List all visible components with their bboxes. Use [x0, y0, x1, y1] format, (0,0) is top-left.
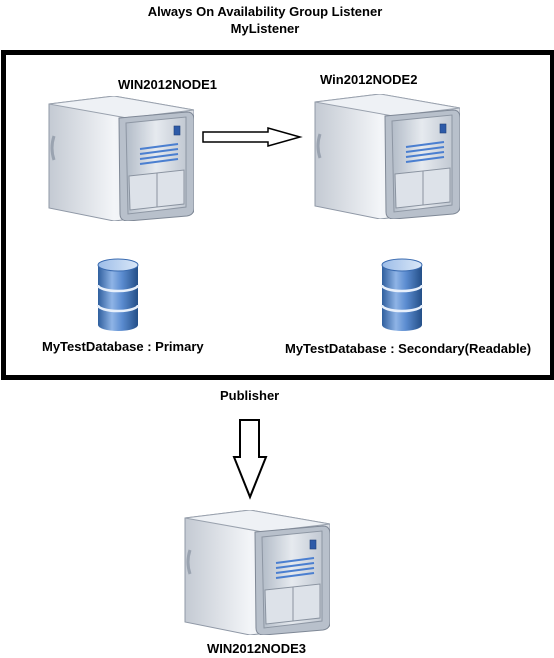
publisher-label: Publisher [220, 388, 280, 403]
diagram-title: Always On Availability Group Listener [147, 4, 383, 19]
listener-name: MyListener [230, 21, 300, 36]
server-tower-icon-node3 [183, 510, 330, 635]
arrow-down-icon [232, 419, 268, 500]
node2-database-label: MyTestDatabase : Secondary(Readable) [285, 341, 532, 356]
node3-label: WIN2012NODE3 [207, 641, 306, 656]
database-cylinder-icon-node1 [97, 258, 139, 332]
node1-label: WIN2012NODE1 [118, 77, 217, 92]
database-cylinder-icon-node2 [381, 258, 423, 332]
server-tower-icon-node2 [313, 94, 460, 219]
server-tower-icon-node1 [47, 96, 194, 221]
arrow-right-icon [202, 127, 303, 147]
node1-database-label: MyTestDatabase : Primary [42, 339, 204, 354]
availability-group-box [1, 50, 554, 380]
node2-label: Win2012NODE2 [320, 72, 418, 87]
